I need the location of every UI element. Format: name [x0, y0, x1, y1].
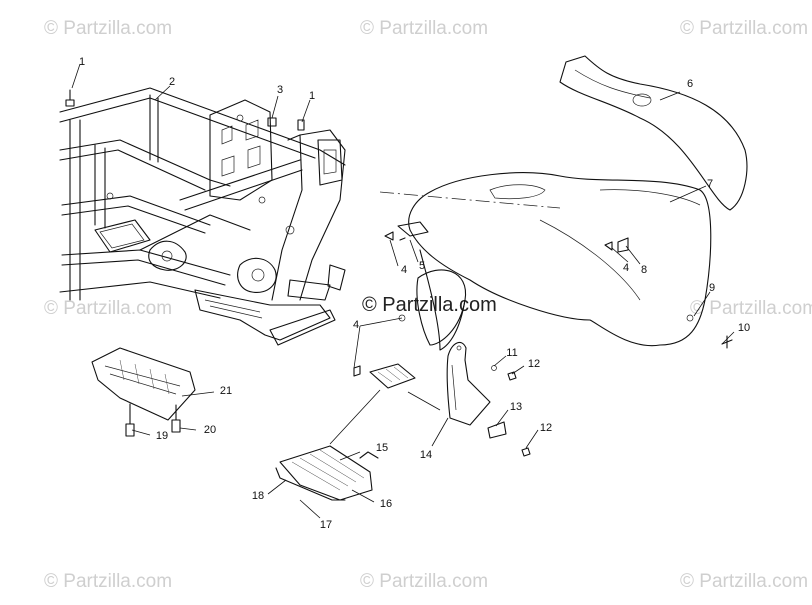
- callout-9: 9: [708, 282, 716, 294]
- frame-assembly: [59, 87, 346, 346]
- callout-1b: 1: [308, 90, 316, 102]
- mud-flap: [446, 341, 491, 426]
- watermark-bottom-center: © Partzilla.com: [360, 571, 489, 592]
- callout-3: 3: [276, 84, 284, 96]
- callout-4b: 4: [622, 262, 630, 274]
- callout-10: 10: [737, 322, 751, 334]
- callout-12a: 12: [527, 358, 541, 370]
- footrest: [275, 363, 416, 501]
- callout-7: 7: [706, 178, 714, 190]
- fasteners: [353, 221, 733, 457]
- watermark-mid-left: © Partzilla.com: [44, 298, 173, 319]
- callout-8: 8: [640, 264, 648, 276]
- rear-fender: [379, 172, 712, 351]
- callout-18: 18: [251, 490, 265, 502]
- callout-2: 2: [168, 76, 176, 88]
- callout-5: 5: [418, 260, 426, 272]
- callout-15: 15: [375, 442, 389, 454]
- callout-4c: 4: [352, 319, 360, 331]
- callout-4a: 4: [400, 264, 408, 276]
- callout-6: 6: [686, 78, 694, 90]
- callout-12b: 12: [539, 422, 553, 434]
- watermark-mid-right: © Partzilla.com: [690, 298, 812, 319]
- seat-cover: [559, 55, 748, 211]
- callout-16: 16: [379, 498, 393, 510]
- callout-13: 13: [509, 401, 523, 413]
- callout-11: 11: [506, 347, 518, 359]
- callout-14: 14: [419, 449, 433, 461]
- watermark-top-center: © Partzilla.com: [360, 18, 489, 39]
- watermark-top-right: © Partzilla.com: [680, 18, 809, 39]
- callout-1a: 1: [78, 56, 86, 68]
- callout-19: 19: [155, 430, 169, 442]
- callout-21: 21: [219, 385, 233, 397]
- watermark-bottom-right: © Partzilla.com: [680, 571, 809, 592]
- callout-20: 20: [203, 424, 217, 436]
- watermark-top-left: © Partzilla.com: [44, 18, 173, 39]
- callout-17: 17: [319, 519, 333, 531]
- leader-lines: [71, 63, 735, 519]
- skid-plate: [91, 347, 196, 437]
- watermark-bottom-left: © Partzilla.com: [44, 571, 173, 592]
